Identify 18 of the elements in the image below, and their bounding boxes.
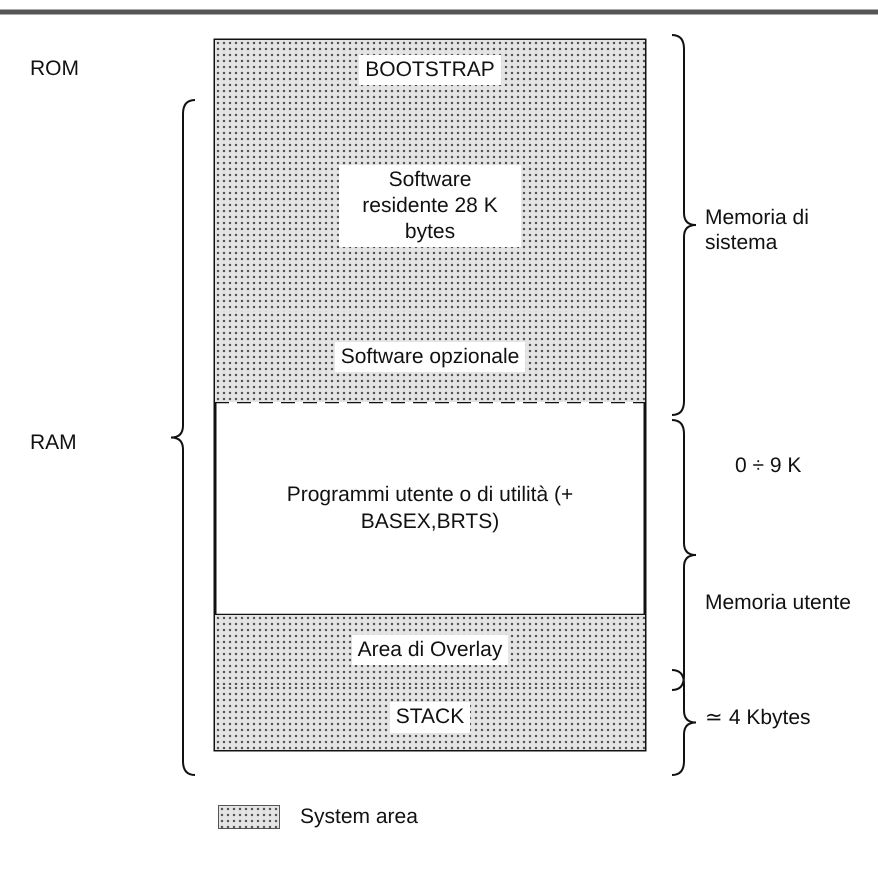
memory-segment <box>215 100 645 312</box>
memory-segment <box>215 615 645 685</box>
segment-label: Programmi utente o di utilità (+ BASEX,BRTS) <box>286 482 574 534</box>
segment-label: STACK <box>390 702 470 733</box>
memory-segment <box>215 685 645 750</box>
region-label: Memoria utente <box>705 590 852 616</box>
region-label: 0 ÷ 9 K <box>735 453 802 478</box>
region-label: ≃ 4 Kbytes <box>705 705 812 730</box>
memory-segment <box>215 312 645 402</box>
memory-type-label: RAM <box>30 430 78 456</box>
segment-label: Software opzionale <box>334 342 526 372</box>
legend-label: System area <box>300 804 418 830</box>
region-label: Memoria di sistema <box>705 205 810 256</box>
segment-label: BOOTSTRAP <box>359 54 501 86</box>
segment-label: Area di Overlay <box>352 634 508 666</box>
memory-type-label: ROM <box>30 56 80 82</box>
memory-segment <box>215 40 645 100</box>
segment-label: Software residente 28 K bytes <box>339 164 521 248</box>
